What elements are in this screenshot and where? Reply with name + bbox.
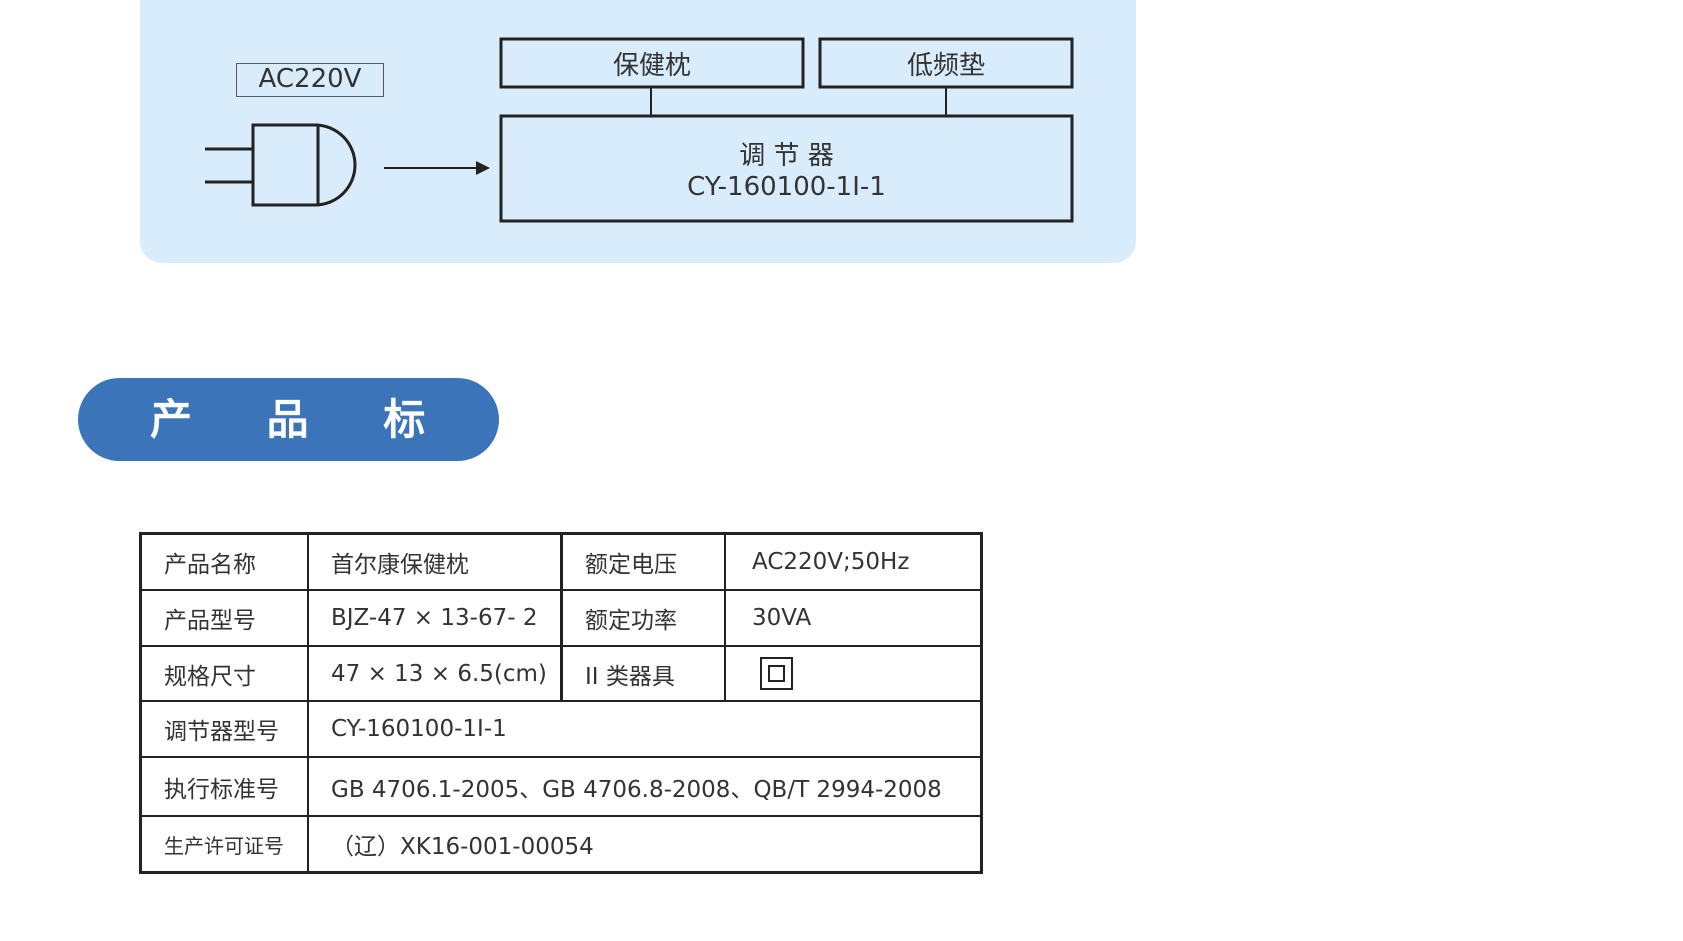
table-row: 调节器型号 CY-160100-1I-1 [142,702,980,758]
table-cell-value: BJZ-47 × 13-67- 2 [309,591,563,645]
table-row: 产品名称 首尔康保健枕 额定电压 AC220V;50Hz [142,535,980,591]
table-cell-value: （辽）XK16-001-00054 [331,834,594,860]
table-cell-value: 首尔康保健枕 [309,535,563,589]
table-cell-label: II 类器具 [563,647,726,700]
table-cell-label: 额定功率 [563,591,726,645]
table-row: 规格尺寸 47 × 13 × 6.5(cm) II 类器具 [142,647,980,702]
power-plug-icon [205,123,357,207]
pad-box-label: 低频垫 [906,51,985,81]
table-row: 生产许可证号 （辽）XK16-001-00054 [142,817,980,871]
regulator-title: 调 节 器 [739,141,834,171]
table-row: 执行标准号 GB 4706.1-2005、GB 4706.8-2008、QB/T… [142,758,980,817]
section-title-pill: 产 品 标 识 [78,378,542,461]
table-cell-label: 调节器型号 [142,702,309,756]
table-cell-value: 47 × 13 × 6.5(cm) [309,647,563,700]
arrow-right-icon [384,161,490,175]
table-cell-label: 产品型号 [142,591,309,645]
regulator-model: CY-160100-1I-1 [687,172,886,202]
ac-voltage-label: AC220V [236,63,384,97]
table-cell-value [726,647,980,700]
wiring-diagram-lines [205,37,1074,223]
table-cell-value: AC220V;50Hz [752,549,910,575]
table-cell-value: GB 4706.1-2005、GB 4706.8-2008、QB/T 2994-… [331,776,942,803]
pillow-box-label: 保健枕 [612,51,691,81]
wiring-diagram-panel: AC220V 保健枕 低频垫 调 节 器 CY-160100-1I-1 [140,0,1136,263]
table-cell-label: 规格尺寸 [142,647,309,700]
regulator-box [499,114,1074,223]
table-cell-value: 30VA [752,605,812,631]
table-cell-label: 生产许可证号 [142,817,309,871]
double-square-class-ii-icon [760,657,793,690]
table-cell-label: 额定电压 [563,535,726,589]
table-cell-label: 产品名称 [142,535,309,589]
table-row: 产品型号 BJZ-47 × 13-67- 2 额定功率 30VA [142,591,980,647]
table-cell-value: CY-160100-1I-1 [331,716,507,742]
product-spec-table: 产品名称 首尔康保健枕 额定电压 AC220V;50Hz 产品型号 BJZ-47… [139,532,983,874]
table-cell-label: 执行标准号 [142,758,309,815]
